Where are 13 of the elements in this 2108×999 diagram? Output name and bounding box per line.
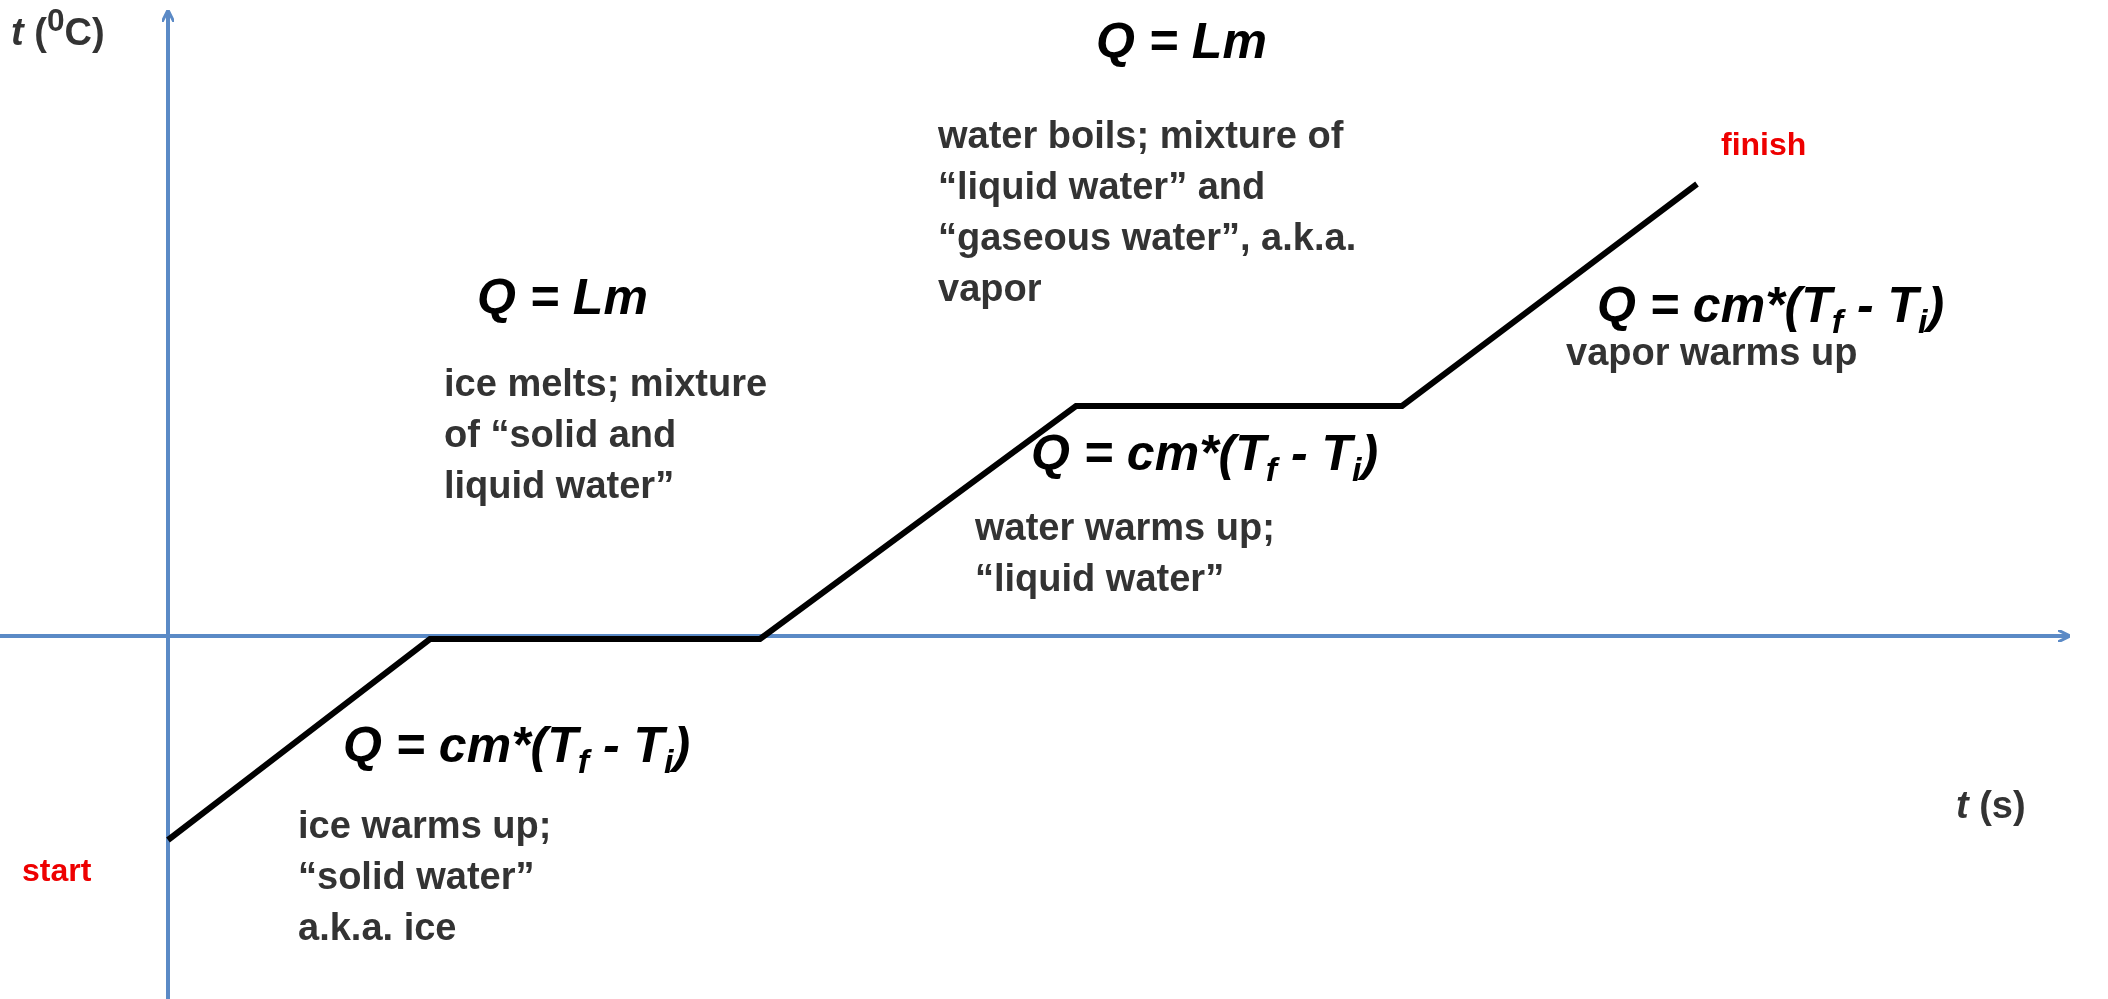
axis-label: t ($^{0}$C) (11, 2, 105, 54)
formula-text: Q = cm*(T$_{f}$ - T$_{i}$) (343, 716, 691, 781)
description-text: ice melts; mixture of “solid and liquid water” (444, 361, 769, 508)
formula-text: Q = Lm (477, 268, 648, 326)
formula-text: Q = Lm (1096, 12, 1267, 70)
axis-label: t (s) (1956, 784, 2026, 827)
description-text: water warms up; “liquid water” (975, 505, 1276, 601)
start-finish-label: start (22, 852, 92, 889)
formula-text: Q = cm*(T$_{f}$ - T$_{i}$) (1031, 424, 1379, 489)
description-text: ice warms up; “solid water” a.k.a. ice (298, 803, 553, 950)
formula-text: Q = cm*(T$_{f}$ - T$_{i}$) (1597, 276, 1945, 341)
description-text: water boils; mixture of “liquid water” and “gaseous water”, a.k.a. vapor (938, 113, 1358, 311)
start-finish-label: finish (1721, 126, 1807, 163)
